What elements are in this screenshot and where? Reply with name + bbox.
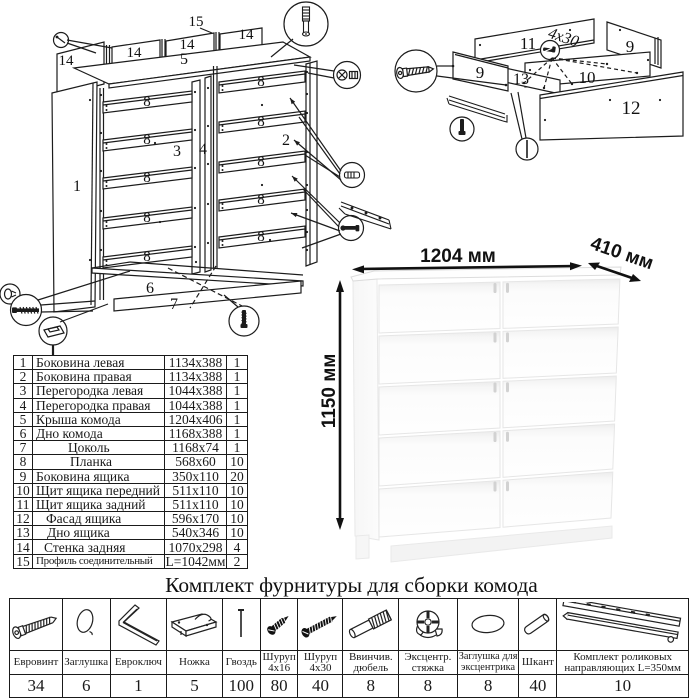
svg-text:8: 8 xyxy=(257,229,265,245)
svg-text:9: 9 xyxy=(626,37,635,56)
svg-text:8: 8 xyxy=(257,114,265,130)
svg-text:1150 мм: 1150 мм xyxy=(319,354,340,429)
svg-text:14: 14 xyxy=(180,37,196,53)
svg-text:2: 2 xyxy=(282,132,290,149)
svg-text:8: 8 xyxy=(143,94,151,110)
svg-text:8: 8 xyxy=(257,74,265,90)
svg-text:8: 8 xyxy=(143,132,151,148)
svg-text:15: 15 xyxy=(189,14,204,30)
svg-text:8: 8 xyxy=(257,154,265,170)
svg-text:11: 11 xyxy=(520,34,536,53)
svg-text:9: 9 xyxy=(476,63,485,82)
svg-text:1204 мм: 1204 мм xyxy=(420,246,496,267)
svg-text:7: 7 xyxy=(170,296,178,313)
svg-text:4: 4 xyxy=(199,141,207,158)
svg-text:8: 8 xyxy=(143,249,151,265)
svg-text:13: 13 xyxy=(513,71,529,88)
svg-text:8: 8 xyxy=(143,170,151,186)
svg-text:8: 8 xyxy=(143,210,151,226)
svg-text:14: 14 xyxy=(59,53,75,69)
svg-text:3: 3 xyxy=(173,143,181,160)
svg-text:8: 8 xyxy=(257,192,265,208)
svg-text:5: 5 xyxy=(180,51,188,68)
svg-text:10: 10 xyxy=(579,68,596,87)
svg-text:14: 14 xyxy=(127,45,143,61)
svg-text:12: 12 xyxy=(622,98,641,119)
svg-text:1: 1 xyxy=(73,178,81,195)
svg-text:14: 14 xyxy=(239,27,255,43)
svg-text:6: 6 xyxy=(146,280,154,297)
